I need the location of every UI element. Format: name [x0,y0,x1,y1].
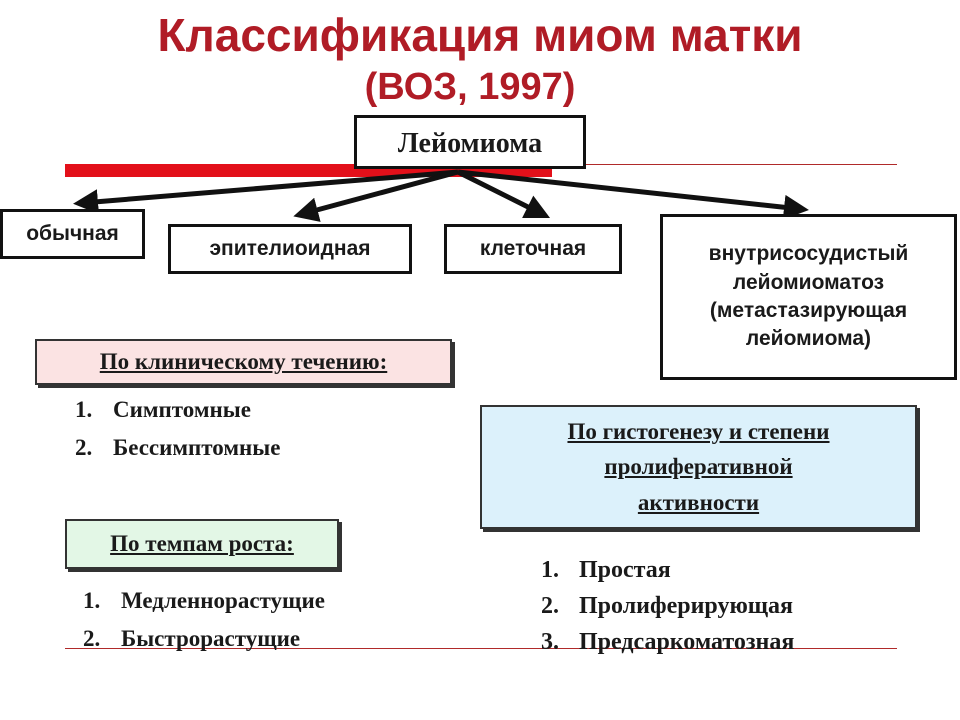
slide-subtitle: (ВОЗ, 1997) [364,66,576,108]
type-box-intravascular: внутрисосудистый лейомиоматоз (метастази… [660,214,957,380]
histogenesis-heading-line: По гистогенезу и степени [567,418,830,444]
arrow-to-epithelioid [293,169,459,222]
arrow-to-cellular [456,169,551,219]
list-item: 1. Симптомные [75,391,280,429]
list-item-number: 3. [541,629,559,655]
list-item-text: Пролиферирующая [579,593,794,619]
list-item-text: Быстрорастущие [121,626,301,651]
list-item-text: Простая [579,557,671,583]
list-item-number: 2. [75,435,93,460]
type-line: внутрисосудистый [708,242,909,266]
list-item: 3. Предсаркоматозная [541,624,794,660]
histogenesis-heading-line: пролиферативной [604,454,793,480]
histogenesis-heading-line: активности [637,489,760,515]
arrow-to-ordinary [73,169,459,215]
slide-title: Классификация миом матки [157,9,803,61]
histogenesis-heading: По гистогенезу и степени пролиферативной… [480,405,917,529]
list-item-number: 2. [83,626,101,651]
type-line: лейомиома) [745,327,872,351]
list-item-number: 2. [541,593,559,619]
arrow-to-intravascular [457,169,809,220]
list-item: 2. Пролиферирующая [541,588,794,624]
growth-rate-heading: По темпам роста: [65,519,339,569]
clinical-course-list: 1. Симптомные 2. Бессимптомные [75,391,280,467]
type-box-cellular: клеточная [444,224,622,274]
type-label-cellular: клеточная [479,237,587,260]
clinical-course-heading-text: По клиническому течению: [99,349,388,374]
list-item-number: 1. [83,588,101,613]
divider-bottom [65,648,897,649]
list-item-text: Симптомные [113,397,251,422]
type-line: лейомиоматоз [732,270,885,294]
type-label-epithelioid: эпителиоидная [209,237,371,260]
type-box-epithelioid: эпителиоидная [168,224,412,274]
type-line: (метастазирующая [709,299,908,322]
clinical-course-heading: По клиническому течению: [35,339,452,385]
list-item: 1. Простая [541,552,794,588]
list-item: 1. Медленнорастущие [83,582,325,620]
growth-rate-list: 1. Медленнорастущие 2. Быстрорастущие [83,582,325,658]
list-item-number: 1. [541,557,559,583]
list-item-text: Медленнорастущие [121,588,325,613]
type-label-ordinary: обычная [26,222,119,245]
list-item-text: Предсаркоматозная [579,629,795,655]
histogenesis-list: 1. Простая 2. Пролиферирующая 3. Предсарком… [541,552,794,660]
list-item-number: 1. [75,397,93,422]
list-item-text: Бессимптомные [113,435,281,460]
root-box-leiomyoma: Лейомиома [354,115,586,169]
type-box-ordinary: обычная [0,209,145,259]
list-item: 2. Бессимптомные [75,429,280,467]
divider-top [552,164,897,165]
list-item: 2. Быстрорастущие [83,620,325,658]
growth-rate-heading-text: По темпам роста: [110,531,294,556]
